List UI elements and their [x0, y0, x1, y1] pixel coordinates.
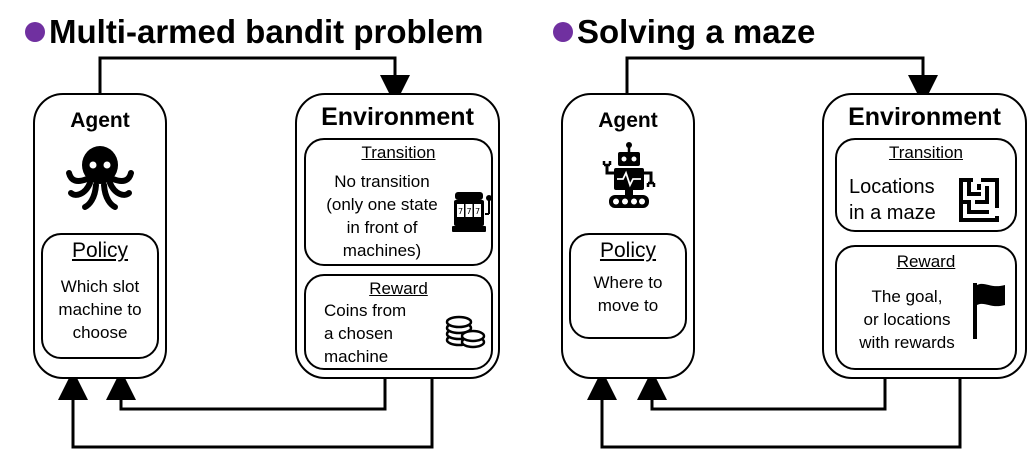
- agent-title: Agent: [70, 109, 130, 132]
- agent-title: Agent: [598, 109, 658, 132]
- reward-title: Reward: [369, 279, 428, 298]
- policy-title: Policy: [71, 239, 129, 262]
- section-heading-maze: Solving a maze: [577, 13, 816, 50]
- action-arrow-left: [98, 56, 410, 105]
- transition-text: No transition (only one state in front o…: [308, 170, 456, 262]
- reward-arrow-right: [637, 370, 887, 411]
- flag-icon: [973, 283, 1005, 339]
- text-line: with rewards: [859, 333, 955, 352]
- transition-title: Transition: [361, 143, 436, 162]
- heading-bullet: [25, 22, 45, 42]
- policy-text: Where to move to: [571, 271, 685, 317]
- text-line: No transition: [334, 172, 430, 191]
- text-line: Where to: [593, 273, 663, 292]
- text-line: Locations: [849, 176, 935, 198]
- action-arrow-right: [625, 56, 938, 105]
- policy-box: Policy Where to move to: [569, 233, 687, 339]
- robot-icon: [602, 142, 656, 208]
- text-line: Which slot: [60, 277, 140, 296]
- slot-machine-icon: 7 7 7: [452, 192, 492, 232]
- text-line: move to: [597, 296, 659, 315]
- text-line: Coins from: [324, 301, 407, 320]
- transition-text: Locations in a maze: [849, 174, 936, 226]
- text-line: machines): [342, 241, 422, 260]
- policy-text: Which slot machine to choose: [43, 275, 157, 344]
- policy-title: Policy: [599, 239, 657, 262]
- reward-text: Coins from a chosen machine: [324, 299, 406, 368]
- environment-box: Environment Transition Locations in a ma…: [822, 93, 1027, 379]
- reward-title: Reward: [896, 252, 956, 271]
- state-arrow-right: [587, 370, 962, 449]
- text-line: machine: [324, 347, 389, 366]
- reward-arrow-left: [106, 370, 387, 411]
- transition-box: Transition No transition (only one state…: [304, 138, 493, 266]
- octopus-icon: [66, 146, 134, 210]
- reward-text: The goal, or locations with rewards: [845, 285, 969, 354]
- transition-box: Transition Locations in a maze: [835, 138, 1017, 232]
- svg-text:7: 7: [475, 207, 480, 216]
- transition-title: Transition: [888, 143, 963, 162]
- text-line: in a maze: [849, 202, 936, 224]
- text-line: choose: [72, 323, 128, 342]
- state-arrow-left: [58, 370, 434, 449]
- reward-box: Reward Coins from a chosen machine: [304, 274, 493, 370]
- heading-bullet: [553, 22, 573, 42]
- environment-title: Environment: [848, 103, 1001, 131]
- environment-box: Environment Transition No transition (on…: [295, 93, 500, 379]
- svg-text:7: 7: [458, 207, 463, 216]
- text-line: The goal,: [871, 287, 943, 306]
- text-line: a chosen: [324, 324, 393, 343]
- reward-box: Reward The goal, or locations with rewar…: [835, 245, 1017, 370]
- svg-text:7: 7: [466, 207, 471, 216]
- section-heading-bandit: Multi-armed bandit problem: [49, 13, 484, 50]
- coins-icon: [445, 315, 486, 349]
- text-line: (only one state: [326, 195, 438, 214]
- agent-box: Agent Policy Which slot machine to choos…: [33, 93, 167, 379]
- maze-icon: [959, 178, 999, 222]
- policy-box: Policy Which slot machine to choose: [41, 233, 159, 359]
- text-line: machine to: [58, 300, 142, 319]
- text-line: or locations: [863, 310, 951, 329]
- environment-title: Environment: [321, 103, 474, 131]
- text-line: in front of: [346, 218, 418, 237]
- agent-box: Agent Policy Where to move to: [561, 93, 695, 379]
